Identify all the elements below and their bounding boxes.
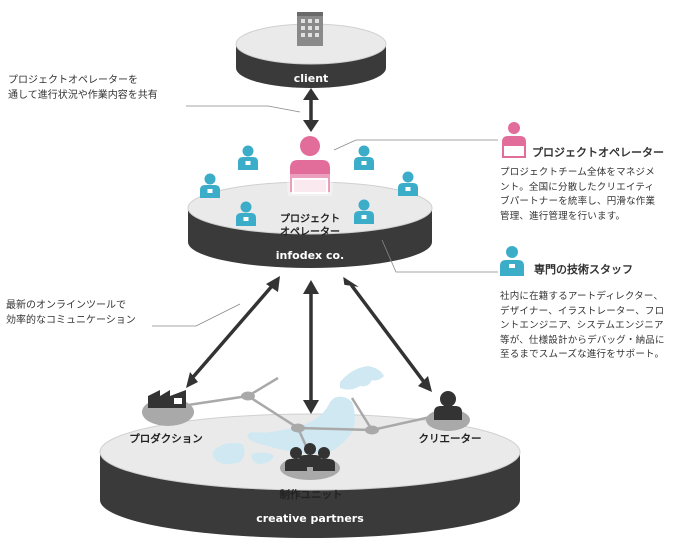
- staff-icon: [398, 171, 418, 196]
- left-arrow: [192, 284, 274, 378]
- infodex-platform-label: infodex co.: [276, 249, 344, 262]
- network-nodes: [241, 391, 379, 435]
- legend-operator-desc: プロジェクトチーム全体をマネジメ ント。全国に分散したクリエイティ ブパートナー…: [500, 166, 672, 224]
- arrowheads: [186, 88, 432, 414]
- staff-icon: [200, 173, 220, 198]
- legend-staff-desc-line: 社内に在籍するアートディレクター、: [500, 291, 664, 302]
- creator-label: クリエーター: [419, 433, 482, 445]
- operator-label-1: プロジェクト: [280, 212, 340, 225]
- creator-node: クリエーター: [419, 391, 482, 445]
- building-icon: [297, 12, 323, 46]
- legend-staff-icon: [500, 246, 524, 276]
- arrows: [192, 94, 426, 406]
- leader-lines: [152, 105, 498, 327]
- tools-note-line2: 効率的なコミュニケーション: [6, 315, 136, 326]
- legend-staff: 専門の技術スタッフ: [534, 262, 633, 277]
- legend-staff-desc-line: デザイナー、イラストレーター、フロ: [500, 305, 665, 317]
- operator-icon: [286, 136, 334, 196]
- right-arrow: [350, 284, 426, 384]
- legend-operator-desc-line: ント。全国に分散したクリエイティ: [500, 181, 655, 193]
- client-note-line1: プロジェクトオペレーターを: [8, 75, 138, 86]
- production-node: プロダクション: [129, 390, 203, 445]
- client-note: プロジェクトオペレーターを 通して進行状況や作業内容を共有: [8, 73, 158, 103]
- client-note-line2: 通して進行状況や作業内容を共有: [8, 90, 158, 101]
- production-label: プロダクション: [129, 432, 203, 445]
- operator-label-2: オペレーター: [280, 226, 340, 238]
- legend-operator-desc-line: 管理、進行管理を行います。: [500, 210, 626, 222]
- legend-staff-desc: 社内に在籍するアートディレクター、 デザイナー、イラストレーター、フロ ントエン…: [500, 290, 676, 363]
- staff-icon: [238, 145, 258, 170]
- legend-operator-title: プロジェクトオペレーター: [532, 146, 664, 159]
- staff-icon: [354, 145, 374, 170]
- tools-note-line1: 最新のオンラインツールで: [6, 300, 126, 311]
- legend-staff-desc-line: 等が、仕様設計からデバッグ・納品に: [500, 334, 665, 346]
- legend-operator-icon: [502, 122, 526, 158]
- japan-map: [212, 366, 384, 464]
- unit-node: 制作ユニット: [280, 443, 343, 501]
- legend-staff-desc-line: ントエンジニア、システムエンジニア: [500, 320, 664, 331]
- legend-staff-desc-line: 至るまでスムーズな進行をサポート。: [500, 349, 665, 360]
- client-platform-label: client: [294, 72, 329, 85]
- unit-label: 制作ユニット: [280, 488, 343, 501]
- legend-operator: プロジェクトオペレーター: [532, 145, 664, 160]
- legend-operator-desc-line: ブパートナーを統率し、円滑な作業: [500, 196, 656, 207]
- creative-platform-label: creative partners: [256, 512, 364, 525]
- legend-operator-desc-line: プロジェクトチーム全体をマネジメ: [500, 167, 655, 178]
- legend-staff-title: 専門の技術スタッフ: [534, 263, 633, 276]
- tools-note: 最新のオンラインツールで 効率的なコミュニケーション: [6, 298, 136, 328]
